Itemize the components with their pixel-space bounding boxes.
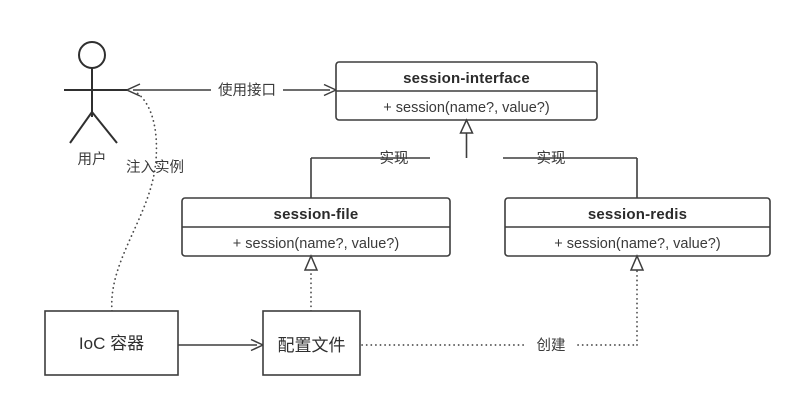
edge-inject-instance[interactable]: 注入实例 [110, 83, 184, 312]
session-interface-title: session-interface [403, 70, 530, 87]
actor-leg-right-icon [91, 111, 118, 144]
realize-redis-label: 实现 [537, 150, 566, 167]
class-session-file[interactable]: session-file + session(name?, value?) [181, 197, 451, 257]
edge-ioc-to-config[interactable] [178, 338, 264, 352]
config-file-label: 配置文件 [278, 336, 346, 355]
config-file-box [262, 310, 361, 376]
edge-create-redis[interactable]: 创建 [361, 254, 645, 354]
actor-leg-left-icon [69, 111, 93, 144]
ioc-container-label: IoC 容器 [79, 334, 144, 353]
edge-realize-tree[interactable]: 实现 实现 [310, 118, 638, 198]
edge-config-to-session-file[interactable] [303, 254, 319, 312]
user-actor[interactable]: 用户 [64, 41, 128, 168]
session-redis-member: + session(name?, value?) [554, 236, 720, 252]
inject-instance-curve [110, 90, 158, 312]
node-config-file[interactable]: 配置文件 [262, 310, 361, 376]
edge-use-interface[interactable]: 使用接口 [133, 82, 337, 99]
create-arrowhead-icon [629, 254, 645, 271]
session-file-title: session-file [274, 206, 359, 223]
session-interface-member: + session(name?, value?) [383, 100, 549, 116]
class-session-interface[interactable]: session-interface + session(name?, value… [335, 61, 598, 121]
ioc-to-config-arrowhead-icon [250, 338, 264, 352]
session-redis-title: session-redis [588, 206, 687, 223]
session-file-member: + session(name?, value?) [233, 236, 399, 252]
class-session-redis[interactable]: session-redis + session(name?, value?) [504, 197, 771, 257]
realize-file-label: 实现 [380, 150, 409, 167]
inject-instance-label: 注入实例 [126, 159, 184, 176]
create-label: 创建 [537, 337, 566, 354]
use-interface-label: 使用接口 [218, 82, 276, 99]
node-ioc-container[interactable]: IoC 容器 [44, 310, 179, 376]
actor-head-icon [78, 41, 106, 69]
realize-triangle-arrowhead-icon [459, 118, 474, 134]
ioc-container-box [44, 310, 179, 376]
config-to-file-arrowhead-icon [303, 254, 319, 271]
use-interface-arrowhead-icon [323, 83, 337, 97]
inject-instance-arrowhead-icon [126, 83, 141, 97]
actor-label: 用户 [78, 151, 107, 168]
